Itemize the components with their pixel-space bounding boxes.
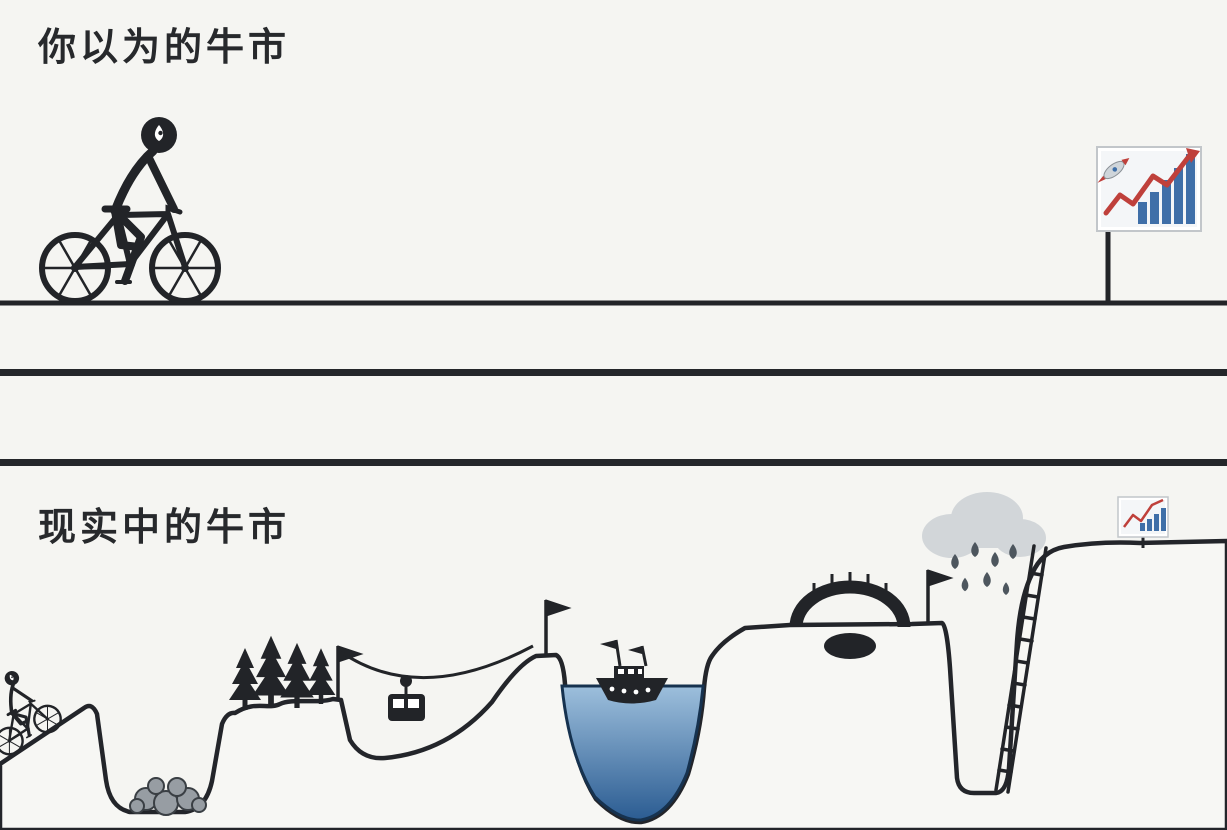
bull-chart-flag-icon [1096,146,1202,303]
chart-arrowhead-icon [1186,148,1200,163]
chart-bars-icon [1138,154,1195,224]
cable-car-icon [388,675,425,721]
reality-title: 现实中的牛市 [38,507,291,549]
pennant-flag-icon [544,599,572,654]
chart-bars-icon [1140,508,1166,531]
chart-arrow-icon [1103,152,1193,216]
bull-chart-sign-icon [1117,496,1169,548]
panel-expectation-art [0,117,1227,306]
pennant-flag-icon [926,569,954,623]
lake-water [560,684,705,822]
expectation-title: 你以为的牛市 [38,27,291,69]
rocket-icon [1097,157,1130,183]
divider-line-bottom [0,459,1227,466]
ladder-icon [994,544,1048,794]
chart-arrow-icon [1123,498,1164,528]
ship-icon [596,639,668,704]
rain-cloud-icon [922,492,1046,558]
divider-line-top [0,369,1227,376]
pine-tree-icon [280,642,314,708]
rock-pit-icon [129,777,207,816]
pine-trees-icon [229,635,336,710]
pit-hole [824,633,876,659]
cyclist-icon [42,117,218,301]
panel-reality-art [0,492,1227,830]
pine-tree-icon [229,648,261,710]
zipline-icon [340,644,534,721]
panel-divider [0,369,1227,466]
arch-bridge-icon [789,572,911,659]
